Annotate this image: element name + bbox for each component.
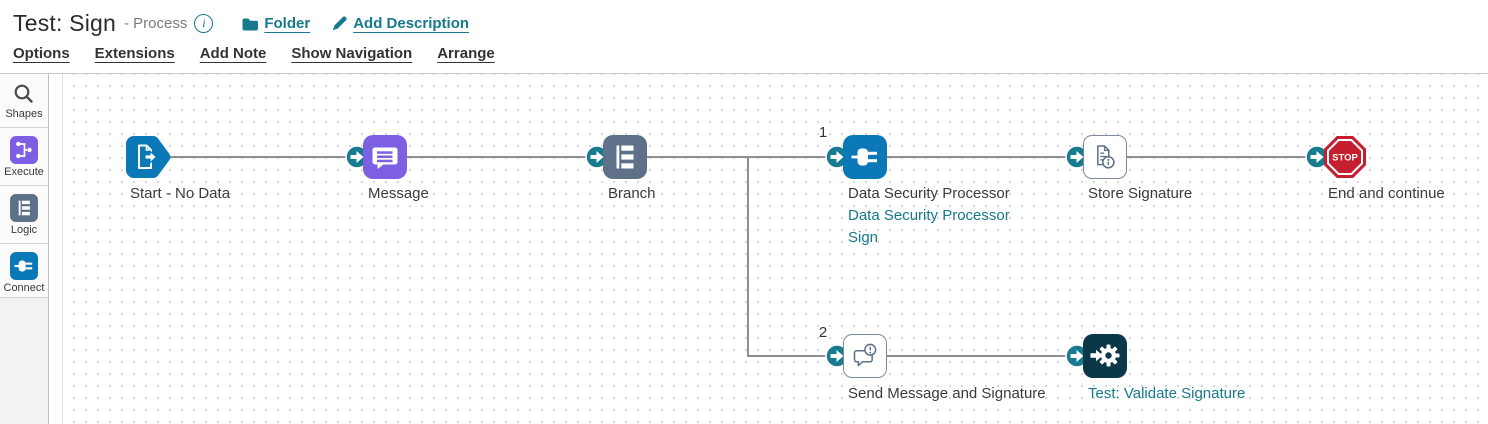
- connector-branch-path1: [647, 156, 837, 158]
- menu-extensions[interactable]: Extensions: [94, 45, 175, 62]
- execute-icon: [10, 136, 38, 164]
- search-icon: [14, 84, 33, 103]
- add-description-link[interactable]: Add Description: [332, 15, 469, 32]
- sidebar-item-label: Execute: [4, 166, 44, 178]
- shape-start[interactable]: [125, 135, 171, 179]
- shape-message[interactable]: [363, 135, 407, 179]
- shape-store-signature[interactable]: [1083, 135, 1127, 179]
- shape-branch[interactable]: [603, 135, 647, 179]
- connector-start-message: [166, 156, 358, 158]
- process-builder: Shapes Execute L: [0, 74, 1488, 424]
- connector-send-validate: [887, 355, 1077, 357]
- sidebar-item-label: Shapes: [5, 108, 43, 120]
- folder-link-label: Folder: [264, 15, 311, 32]
- shape-label-branch: Branch: [608, 185, 656, 202]
- process-call-icon: [1090, 344, 1120, 367]
- stop-text: STOP: [1332, 153, 1358, 164]
- shape-test-validate-signature[interactable]: [1083, 334, 1127, 378]
- branch-icon: [616, 145, 634, 169]
- sidebar-item-shapes[interactable]: Shapes: [0, 74, 48, 128]
- connect-icon: [10, 252, 38, 280]
- shape-label-end: End and continue: [1328, 185, 1445, 202]
- sidebar-item-execute[interactable]: Execute: [0, 128, 48, 186]
- notify-icon: [853, 343, 877, 367]
- sidebar-item-label: Logic: [10, 224, 38, 236]
- process-header: Test: Sign - Process i Folder Add Descri…: [0, 0, 1488, 74]
- branch-path-2-number: 2: [818, 324, 828, 341]
- dsp-component-link-line1[interactable]: Data Security Processor: [848, 207, 1010, 224]
- connector-plug-icon: [851, 148, 877, 166]
- shape-label-store-signature: Store Signature: [1088, 185, 1193, 202]
- shapes-sidebar: Shapes Execute L: [0, 74, 49, 424]
- shape-data-security-processor[interactable]: [843, 135, 887, 179]
- info-icon[interactable]: i: [194, 14, 214, 33]
- title-row: Test: Sign - Process i Folder Add Descri…: [0, 0, 1488, 37]
- menu-show-navigation[interactable]: Show Navigation: [291, 45, 413, 62]
- sidebar-gutter: [50, 74, 62, 424]
- shape-label-start: Start - No Data: [130, 185, 231, 202]
- sidebar-item-connect[interactable]: Connect: [0, 244, 48, 298]
- shape-label-send-message: Send Message and Signature: [848, 385, 1046, 402]
- shape-label-message: Message: [368, 185, 429, 202]
- start-document-icon: [138, 144, 158, 169]
- add-description-label: Add Description: [353, 15, 470, 32]
- connector-dsp-store: [887, 156, 1077, 158]
- shape-label-dsp: Data Security Processor: [848, 185, 1010, 202]
- sidebar-item-label: Connect: [3, 282, 45, 294]
- menu-arrange[interactable]: Arrange: [437, 45, 495, 62]
- message-icon: [372, 147, 398, 169]
- shape-label-validate-signature[interactable]: Test: Validate Signature: [1088, 385, 1246, 402]
- shape-send-message-and-signature[interactable]: [843, 334, 887, 378]
- connector-store-end: [1127, 156, 1317, 158]
- page-title: Test: Sign: [13, 10, 116, 36]
- logic-icon: [10, 194, 38, 222]
- pencil-icon: [333, 16, 347, 31]
- sidebar-item-logic[interactable]: Logic: [0, 186, 48, 244]
- connector-branch-path2: [747, 355, 837, 357]
- dsp-component-link-line2[interactable]: Sign: [848, 229, 879, 246]
- process-canvas[interactable]: [62, 74, 1488, 424]
- folder-link[interactable]: Folder: [241, 15, 310, 32]
- connector-message-branch: [407, 156, 597, 158]
- canvas-toolbar: Options Extensions Add Note Show Navigat…: [0, 45, 1488, 62]
- folder-icon: [242, 18, 259, 30]
- branch-path-1-number: 1: [818, 124, 828, 141]
- canvas-layer: 1 2 Start - No Data: [0, 74, 1488, 424]
- menu-add-note[interactable]: Add Note: [199, 45, 267, 62]
- shape-end-and-continue[interactable]: STOP: [1323, 135, 1367, 179]
- connector-branch-drop: [747, 157, 749, 356]
- document-properties-icon: [1097, 145, 1115, 169]
- page-subtitle: - Process: [124, 15, 188, 32]
- menu-options[interactable]: Options: [13, 45, 70, 62]
